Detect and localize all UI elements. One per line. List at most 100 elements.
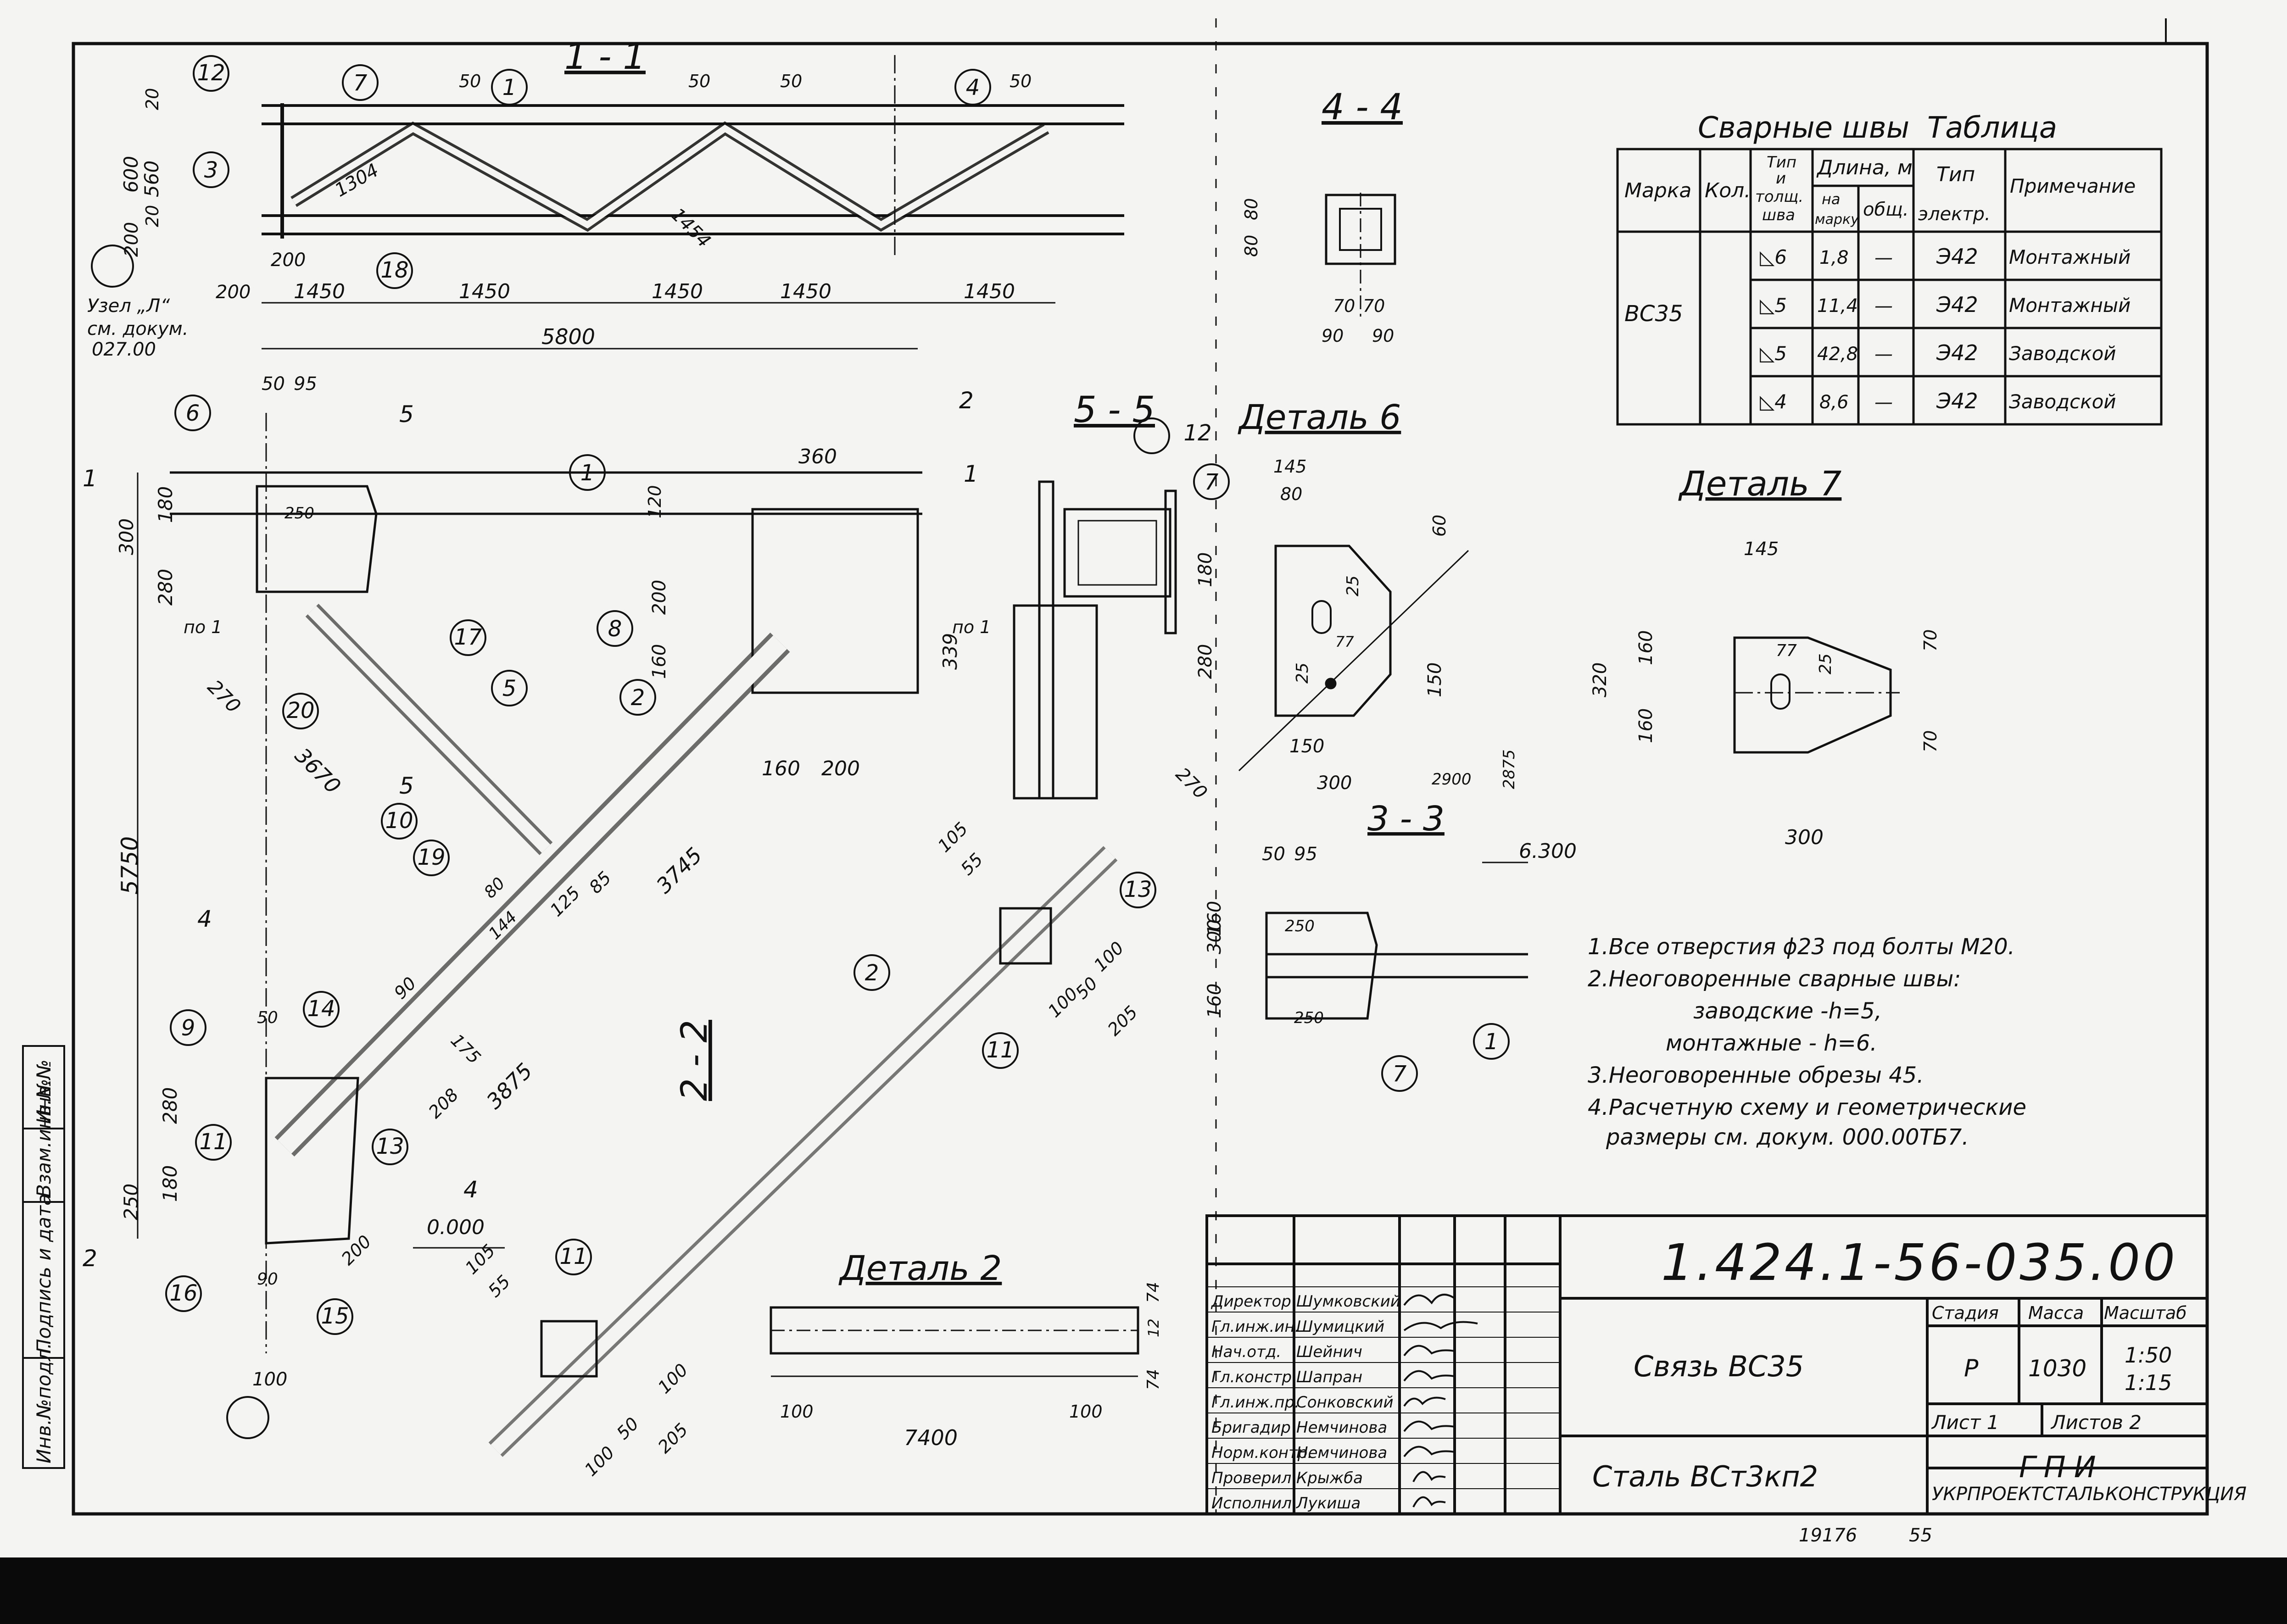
svg-text:6: 6 — [186, 400, 200, 426]
svg-text:1454: 1454 — [667, 204, 715, 252]
svg-text:4.Расчетную схему и геометриче: 4.Расчетную схему и геометрические — [1588, 1095, 2026, 1120]
s33-dims: 50 95 300 160 160 250 250 — [1204, 844, 1324, 1027]
svg-text:Примечание: Примечание — [2010, 175, 2136, 197]
svg-text:85: 85 — [585, 868, 615, 897]
svg-text:180: 180 — [159, 1165, 181, 1202]
svg-text:200: 200 — [821, 757, 860, 780]
svg-text:70: 70 — [1363, 296, 1385, 316]
svg-text:50: 50 — [780, 71, 802, 91]
svg-text:55: 55 — [957, 849, 987, 879]
detail-6 — [1238, 545, 1469, 772]
svg-text:250: 250 — [1294, 1009, 1324, 1027]
svg-text:100: 100 — [580, 1442, 618, 1480]
svg-text:150: 150 — [1424, 662, 1445, 697]
svg-text:Монтажный: Монтажный — [2009, 246, 2131, 268]
svg-text:Шумковский: Шумковский — [1296, 1292, 1400, 1311]
svg-text:80: 80 — [1241, 235, 1261, 257]
svg-text:Монтажный: Монтажный — [2009, 294, 2131, 317]
section-5-5 — [1013, 480, 1177, 800]
svg-text:1,8: 1,8 — [1819, 247, 1849, 268]
svg-text:95: 95 — [1294, 844, 1317, 865]
svg-text:Заводской: Заводской — [2009, 390, 2116, 413]
svg-text:150: 150 — [1289, 736, 1324, 757]
svg-text:55: 55 — [484, 1271, 514, 1301]
svg-text:Тип: Тип — [1936, 163, 1975, 186]
svg-text:13: 13 — [376, 1134, 404, 1159]
svg-text:Р: Р — [1964, 1355, 1979, 1382]
svg-text:Нач.отд.: Нач.отд. — [1211, 1343, 1281, 1361]
svg-text:размеры см. докум. 000.00ТБ7.: размеры см. докум. 000.00ТБ7. — [1606, 1124, 1969, 1150]
svg-text:100: 100 — [1069, 1402, 1103, 1422]
svg-text:Э42: Э42 — [1936, 340, 1978, 365]
svg-text:25: 25 — [1344, 575, 1362, 596]
svg-text:77: 77 — [1335, 633, 1354, 651]
title-block-fields: Стадия Масса Масштаб Р 1030 1:50 1:15 Ли… — [1931, 1303, 2187, 1434]
svg-text:Масса: Масса — [2028, 1303, 2084, 1323]
svg-text:1: 1 — [83, 465, 97, 492]
svg-text:280: 280 — [154, 569, 177, 606]
svg-text:марку: марку — [1815, 211, 1859, 228]
svg-text:Лист 1: Лист 1 — [1931, 1411, 1999, 1434]
svg-text:200: 200 — [337, 1231, 375, 1269]
section-4-4 — [1325, 193, 1396, 321]
section-3-3-title: 3 - 3 — [1367, 799, 1445, 839]
svg-text:Сонковский: Сонковский — [1296, 1393, 1394, 1412]
svg-text:Марка: Марка — [1624, 179, 1691, 202]
organization: ГПИ УКРПРОЕКТСТАЛЬКОНСТРУКЦИЯ — [1932, 1451, 2247, 1505]
svg-text:Стадия: Стадия — [1932, 1303, 1999, 1323]
svg-text:УКРПРОЕКТСТАЛЬКОНСТРУКЦИЯ: УКРПРОЕКТСТАЛЬКОНСТРУКЦИЯ — [1932, 1484, 2247, 1505]
svg-text:3745: 3745 — [652, 843, 707, 898]
svg-text:ГПИ: ГПИ — [2019, 1451, 2104, 1485]
svg-text:Кол.: Кол. — [1705, 179, 1751, 202]
svg-text:заводские -ℎ=5,: заводские -ℎ=5, — [1693, 998, 1882, 1024]
svg-text:77: 77 — [1776, 641, 1797, 660]
side-stamp-replace: Взам.инв.№ — [33, 1079, 55, 1197]
svg-text:20: 20 — [142, 88, 162, 110]
svg-text:Тип: Тип — [1767, 153, 1796, 172]
section-2-2 — [488, 846, 1118, 1457]
svg-text:175: 175 — [447, 1030, 485, 1068]
svg-text:027.00: 027.00 — [92, 339, 156, 360]
svg-text:42,8: 42,8 — [1817, 344, 1858, 365]
side-stamp-inv: Инв.№подл. — [33, 1343, 55, 1463]
svg-text:4: 4 — [197, 906, 212, 932]
svg-text:Э42: Э42 — [1936, 244, 1978, 269]
svg-text:250: 250 — [120, 1184, 142, 1220]
d2-dims: 74 12 74 100 100 7400 — [780, 1282, 1163, 1450]
svg-text:13: 13 — [1124, 877, 1152, 902]
svg-text:6.300: 6.300 — [1519, 840, 1577, 863]
svg-text:ВС35: ВС35 — [1624, 301, 1683, 327]
svg-text:80: 80 — [480, 874, 508, 902]
svg-text:70: 70 — [1333, 296, 1355, 316]
svg-text:см. докум.: см. докум. — [87, 318, 188, 339]
footer-numbers: 19176 55 — [1799, 1525, 1932, 1546]
svg-text:—: — — [1874, 344, 1893, 365]
svg-text:200: 200 — [121, 222, 142, 257]
title-block-names: Шумковский Шумицкий Шейнич Шапран Сонков… — [1295, 1292, 1400, 1513]
svg-text:3.Неоговоренные обрезы 45.: 3.Неоговоренные обрезы 45. — [1588, 1062, 1924, 1088]
svg-text:12: 12 — [1145, 1318, 1162, 1337]
svg-text:1.Все отверстия ϕ23 под болты: 1.Все отверстия ϕ23 под болты М20. — [1588, 934, 2015, 960]
svg-text:7: 7 — [1393, 1061, 1407, 1087]
svg-text:74: 74 — [1144, 1369, 1163, 1390]
svg-text:80: 80 — [1280, 484, 1302, 504]
svg-text:80: 80 — [1241, 198, 1261, 220]
svg-text:10: 10 — [385, 808, 413, 834]
svg-text:◺5: ◺5 — [1760, 342, 1787, 365]
svg-text:11: 11 — [986, 1037, 1014, 1063]
svg-text:205: 205 — [1104, 1002, 1141, 1040]
svg-text:◺6: ◺6 — [1760, 246, 1787, 268]
svg-text:18: 18 — [380, 257, 408, 283]
svg-text:Шумицкий: Шумицкий — [1296, 1318, 1384, 1336]
svg-text:200: 200 — [216, 282, 251, 303]
svg-text:9: 9 — [181, 1015, 195, 1041]
svg-text:Немчинова: Немчинова — [1296, 1418, 1387, 1437]
elevation-dims: 50 95 360 300 180 280 250 120 200 160 33… — [83, 373, 1577, 1390]
svg-text:0.000: 0.000 — [427, 1216, 485, 1239]
svg-text:2: 2 — [959, 387, 974, 414]
svg-text:Гл.инж.ин.: Гл.инж.ин. — [1211, 1318, 1300, 1336]
svg-text:100: 100 — [780, 1402, 814, 1422]
svg-text:Немчинова: Немчинова — [1296, 1444, 1387, 1462]
svg-text:5: 5 — [399, 401, 414, 428]
title-block-thin-lines — [1207, 1286, 1560, 1489]
